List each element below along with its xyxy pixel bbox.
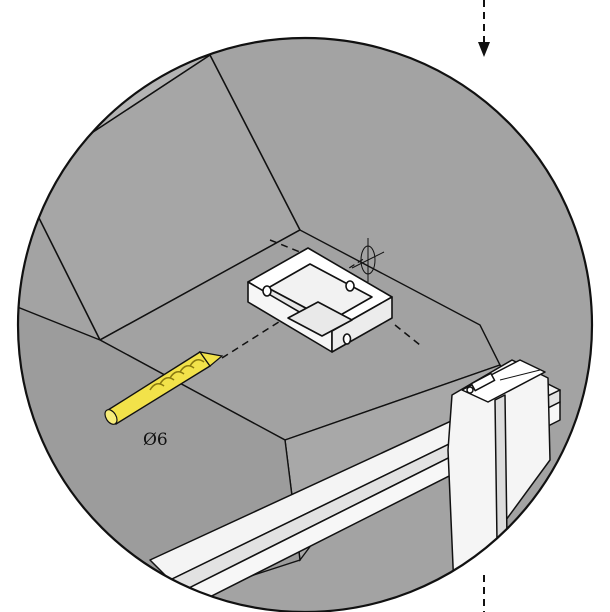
screw-position-marker [351,238,385,282]
alignment-dashed-line-right [394,324,421,346]
drill-bit [104,351,224,425]
mounting-bracket [247,247,393,353]
door-frame-profile [149,359,561,612]
detail-circle-outline [16,36,594,612]
callout-arrow-head [478,42,490,57]
drill-diameter-label: Ø6 [143,430,168,450]
